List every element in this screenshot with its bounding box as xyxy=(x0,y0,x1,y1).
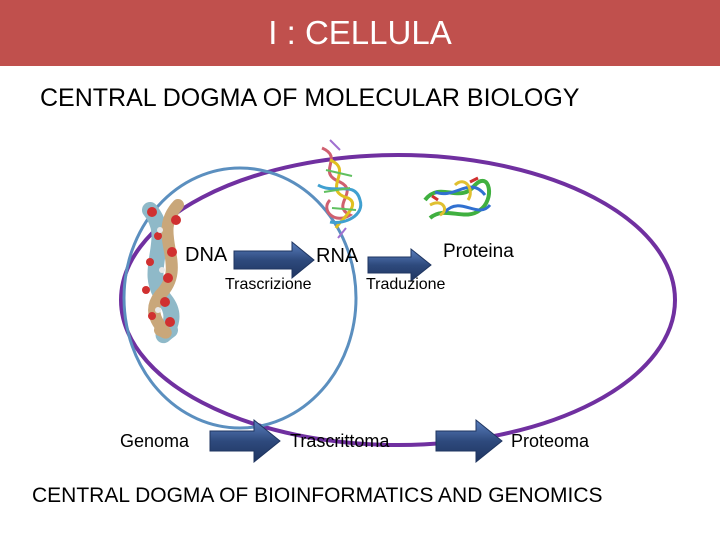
translation-label: Traduzione xyxy=(366,276,446,293)
dna-molecule-image xyxy=(142,199,184,344)
protein-structure-image xyxy=(423,176,492,220)
genome-label: Genoma xyxy=(120,431,190,451)
translation-arrow xyxy=(367,247,432,283)
rna-label: RNA xyxy=(316,245,359,267)
page-title: I : CELLULA xyxy=(268,14,452,51)
transcription-label: Trascrizione xyxy=(225,276,312,293)
dna-label: DNA xyxy=(185,244,228,266)
footer-caption: CENTRAL DOGMA OF BIOINFORMATICS AND GENO… xyxy=(32,484,603,507)
header-bar: I : CELLULA xyxy=(0,0,720,66)
nucleus-outline xyxy=(122,166,358,430)
genome-to-transcriptome-arrow xyxy=(209,418,281,464)
transcriptome-to-proteome-arrow xyxy=(435,418,503,464)
transcriptome-label: Trascrittoma xyxy=(290,431,390,451)
transcription-arrow xyxy=(233,240,315,280)
proteome-label: Proteoma xyxy=(511,431,590,451)
protein-label: Proteina xyxy=(443,241,514,262)
rna-structure-image xyxy=(317,139,363,239)
cell-outline xyxy=(119,153,677,447)
subtitle: CENTRAL DOGMA OF MOLECULAR BIOLOGY xyxy=(40,84,580,112)
